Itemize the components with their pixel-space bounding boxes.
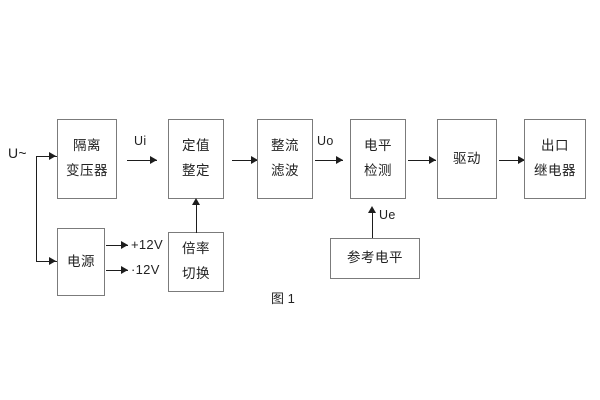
block-reference-level[interactable]: 参考电平 bbox=[330, 238, 420, 279]
block-setpoint-adjust[interactable]: 定值 整定 bbox=[168, 119, 224, 199]
block-line: 整流 bbox=[271, 138, 299, 154]
rail-negative-arrow-head bbox=[121, 266, 128, 274]
figure-caption: 图 1 bbox=[271, 291, 295, 306]
block-line: 电平 bbox=[364, 138, 392, 154]
block-output-relay[interactable]: 出口 继电器 bbox=[524, 119, 586, 199]
connector-arrow-head bbox=[150, 156, 157, 164]
block-line: 出口 bbox=[541, 138, 569, 154]
connector-arrow-head bbox=[429, 156, 436, 164]
signal-label-ui: Ui bbox=[134, 134, 147, 148]
connector-multiplier-to-setpoint bbox=[196, 202, 197, 233]
input-arrow-head bbox=[49, 152, 56, 160]
power-branch-arrow-head bbox=[49, 257, 56, 265]
connector-drive-to-relay bbox=[499, 160, 525, 161]
connector-setpoint-to-rectify bbox=[232, 160, 258, 161]
connector-rectify-to-level bbox=[315, 160, 343, 161]
block-line: 定值 bbox=[182, 138, 210, 154]
block-isolation-transformer[interactable]: 隔离 变压器 bbox=[57, 119, 117, 199]
block-line: 电源 bbox=[67, 253, 95, 269]
power-branch-horizontal bbox=[36, 261, 57, 262]
block-line: 切换 bbox=[182, 266, 210, 281]
block-drive[interactable]: 驱动 bbox=[437, 119, 497, 199]
block-line: 整定 bbox=[182, 163, 210, 178]
input-line-segment bbox=[36, 156, 57, 157]
block-line: 参考电平 bbox=[347, 250, 403, 266]
block-line: 驱动 bbox=[453, 150, 481, 166]
block-line: 变压器 bbox=[66, 163, 108, 178]
signal-label-ue: Ue bbox=[379, 208, 396, 222]
rail-positive-arrow-head bbox=[121, 241, 128, 249]
block-line: 继电器 bbox=[534, 163, 576, 178]
rail-negative-line bbox=[106, 270, 128, 271]
block-multiplier-switch[interactable]: 倍率 切换 bbox=[168, 232, 224, 292]
block-line: 隔离 bbox=[73, 138, 101, 154]
rail-positive-line bbox=[106, 245, 128, 246]
block-level-detect[interactable]: 电平 检测 bbox=[350, 119, 406, 199]
connector-arrow-head bbox=[251, 156, 258, 164]
power-branch-vertical bbox=[36, 156, 37, 261]
block-rectify-filter[interactable]: 整流 滤波 bbox=[257, 119, 313, 199]
connector-arrow-head-up bbox=[368, 206, 376, 213]
rail-negative-label: ·12V bbox=[131, 262, 160, 277]
connector-arrow-head-up bbox=[192, 198, 200, 205]
block-power-supply[interactable]: 电源 bbox=[57, 228, 105, 296]
block-line: 倍率 bbox=[182, 241, 210, 257]
connector-isolation-to-setpoint bbox=[127, 160, 157, 161]
connector-arrow-head bbox=[518, 156, 525, 164]
connector-arrow-head bbox=[336, 156, 343, 164]
connector-level-to-drive bbox=[408, 160, 436, 161]
input-source-label: U~ bbox=[8, 145, 27, 161]
block-line: 滤波 bbox=[271, 163, 299, 178]
signal-label-uo: Uo bbox=[317, 134, 334, 148]
connector-reference-to-level bbox=[372, 210, 373, 238]
block-line: 检测 bbox=[364, 163, 392, 178]
rail-positive-label: +12V bbox=[131, 237, 163, 252]
